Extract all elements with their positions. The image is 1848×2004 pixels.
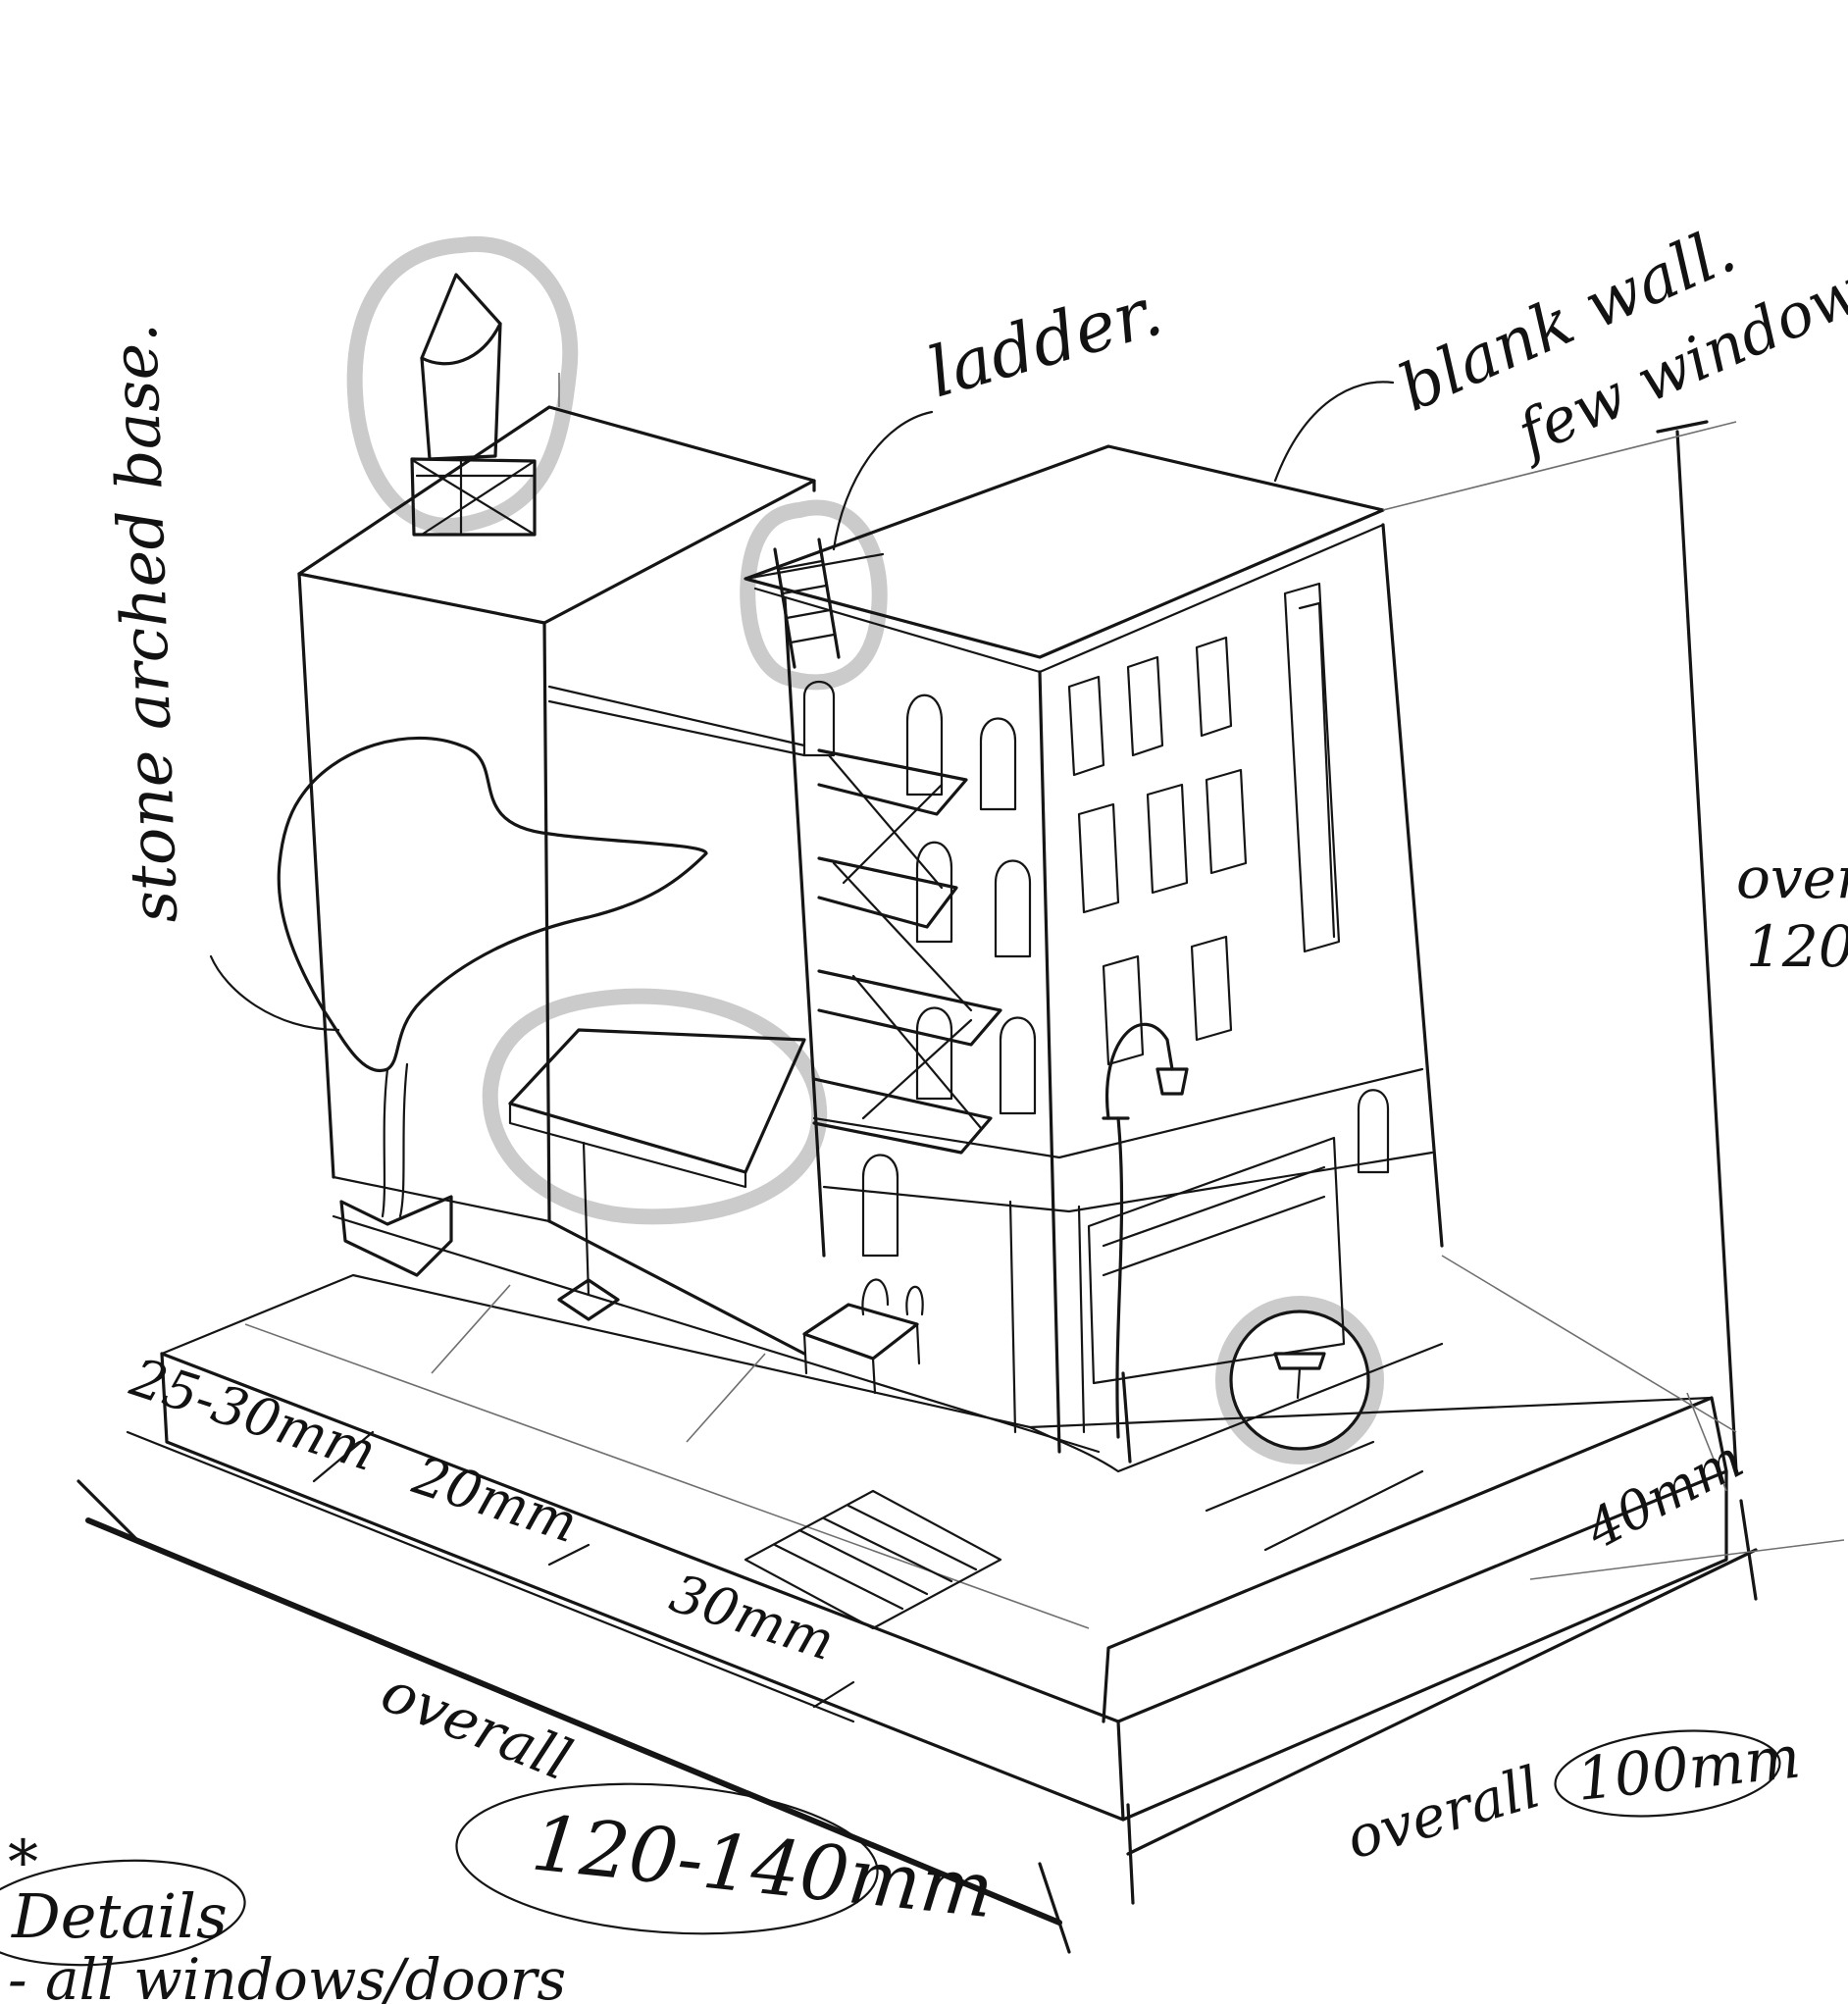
ladder-halo — [740, 499, 888, 691]
planter — [339, 1195, 453, 1277]
stone-arched-base-note: stone arched base. — [99, 322, 192, 924]
depth-value-oval — [1554, 1729, 1781, 1818]
dimension-lines — [77, 420, 1758, 1954]
annotations: stone arched base. ladder. blank wall. f… — [8, 212, 1848, 2004]
overall-depth-dimension — [1126, 1548, 1758, 1856]
ladder-note: ladder. — [919, 270, 1170, 413]
details-title: Details — [11, 1880, 228, 1952]
water-tower-halo — [346, 235, 579, 534]
left-building — [297, 405, 816, 1356]
overall-height-dimension — [1675, 430, 1738, 1473]
details-star: * — [8, 1826, 38, 1898]
value-ovals — [0, 1729, 1781, 1967]
segment-dimension — [126, 1430, 855, 1723]
base-plinth — [160, 1214, 1728, 1822]
overall-depth-label: overall — [1339, 1754, 1547, 1873]
side-windows — [1067, 582, 1341, 1066]
overall-width-value: 120-140mm — [528, 1799, 998, 1935]
framing-lines — [558, 373, 1845, 1580]
leader-lines — [209, 381, 1395, 1032]
blank-wall-leader — [1273, 381, 1395, 483]
overall-width-dimension — [85, 1517, 1062, 1926]
crosswalk — [744, 1440, 1424, 1630]
width-value-oval — [455, 1782, 879, 1935]
awning-halo — [482, 988, 828, 1225]
hydrant-halo — [1215, 1296, 1384, 1464]
water-tower — [410, 273, 537, 537]
bench — [802, 1278, 924, 1395]
manhole — [557, 1278, 620, 1321]
highlight-halos — [346, 235, 1384, 1464]
details-note: - all windows/doors — [8, 1946, 566, 2004]
overall-depth-value: 100mm — [1573, 1722, 1803, 1814]
ladder — [744, 538, 885, 669]
dimension-25-30-label: 25-30mm — [123, 1346, 384, 1483]
main-building — [744, 444, 1444, 1454]
overall-height-label: overall — [1736, 845, 1848, 911]
dimension-20-label: 20mm — [405, 1444, 585, 1555]
details-oval — [0, 1859, 246, 1967]
overall-height-value: 120 — [1746, 913, 1848, 980]
awning — [508, 1028, 806, 1189]
hydrant — [1229, 1310, 1370, 1451]
ladder-leader — [832, 410, 934, 551]
fire-escape — [812, 748, 1002, 1155]
street-lamp — [1102, 1022, 1189, 1464]
tree — [277, 736, 708, 1218]
stone-arched-base-leader — [209, 954, 340, 1032]
